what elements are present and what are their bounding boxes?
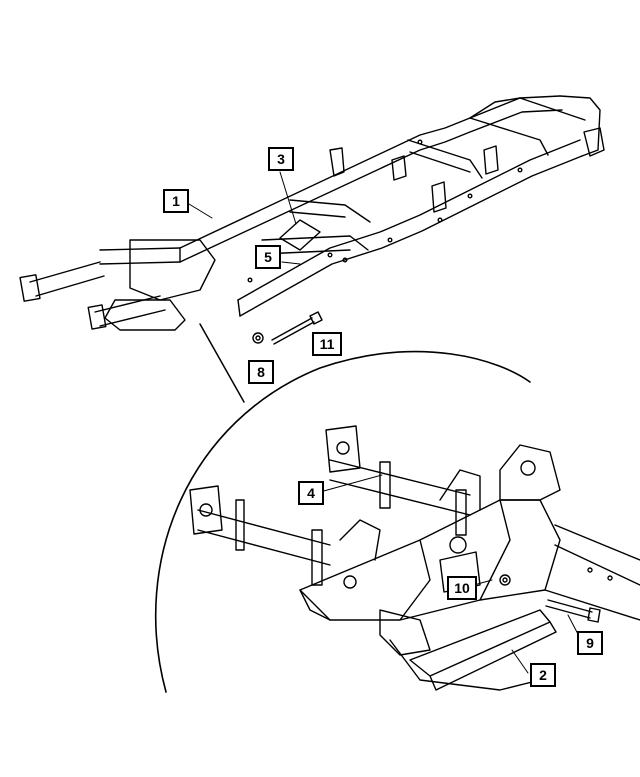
callout-9: 9 — [577, 631, 603, 655]
vehicle-frame — [19, 95, 605, 331]
callout-8: 8 — [248, 360, 274, 384]
detail-connector-line — [199, 323, 245, 403]
detail-view-arc — [154, 350, 531, 693]
callout-1: 1 — [163, 189, 189, 213]
bolt-11 — [271, 311, 323, 345]
leader-lines — [188, 171, 581, 674]
front-suspension-crossmember-detail — [189, 425, 640, 691]
callout-10: 10 — [447, 576, 477, 600]
callout-4: 4 — [298, 481, 324, 505]
callout-2: 2 — [530, 663, 556, 687]
callout-11: 11 — [312, 332, 342, 356]
callout-5: 5 — [255, 245, 281, 269]
callout-3: 3 — [268, 147, 294, 171]
nut-8 — [252, 332, 264, 344]
